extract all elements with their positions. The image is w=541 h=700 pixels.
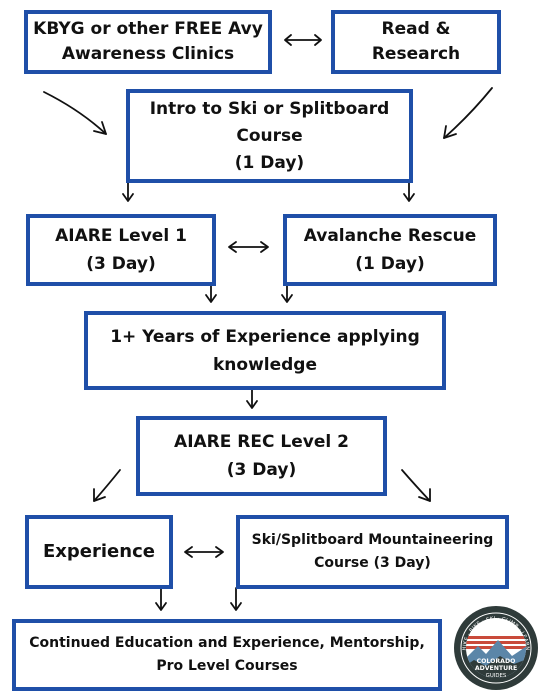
node-aiare-level-1: AIARE Level 1 (3 Day) xyxy=(26,214,216,286)
arrow-mountaineering-to-continued xyxy=(230,587,242,611)
node-read-research: Read & Research xyxy=(331,10,501,74)
node-kbyg: KBYG or other FREE Avy Awareness Clinics xyxy=(24,10,272,74)
node-kbyg-line1: KBYG or other FREE Avy xyxy=(33,19,263,39)
node-mountaineering-course: Ski/Splitboard Mountaineering Course (3 … xyxy=(236,515,509,589)
arrow-read-to-intro xyxy=(443,87,493,139)
logo-name-line2: ADVENTURE xyxy=(475,665,517,672)
node-mountaineering-line1: Ski/Splitboard Mountaineering xyxy=(251,532,494,548)
node-rescue-line2: (1 Day) xyxy=(355,254,425,274)
arrow-intro-to-rescue xyxy=(403,181,415,202)
node-continued-line2: Pro Level Courses xyxy=(156,658,298,674)
node-continued-education: Continued Education and Experience, Ment… xyxy=(12,619,442,691)
node-intro-course: Intro to Ski or Splitboard Course (1 Day… xyxy=(126,89,413,183)
logo-name-line3: GUIDES xyxy=(486,673,507,679)
node-read-line2: Research xyxy=(371,44,461,64)
node-read-line1: Read & xyxy=(381,19,451,39)
node-kbyg-line2: Awareness Clinics xyxy=(61,44,235,64)
arrow-experience-years-to-aiare2 xyxy=(246,388,258,409)
node-aiare2-line1: AIARE REC Level 2 xyxy=(174,432,349,452)
node-aiare-rec-level-2: AIARE REC Level 2 (3 Day) xyxy=(136,416,387,496)
double-arrow-experience-mountaineering xyxy=(184,546,224,558)
arrow-experience-to-continued xyxy=(155,587,167,611)
arrow-intro-to-aiare1 xyxy=(122,181,134,202)
node-experience-years-line1: 1+ Years of Experience applying xyxy=(110,326,420,347)
node-mountaineering-line2: Course (3 Day) xyxy=(314,555,431,571)
node-experience-years-line2: knowledge xyxy=(212,354,318,375)
logo-name-line1: COLORADO xyxy=(477,658,516,665)
arrow-aiare1-to-experience-years xyxy=(205,284,217,303)
node-aiare1-line1: AIARE Level 1 xyxy=(55,226,187,246)
double-arrow-aiare1-rescue xyxy=(228,241,269,253)
node-intro-line3: (1 Day) xyxy=(234,152,305,173)
arrow-rescue-to-experience-years xyxy=(281,284,293,303)
arrow-aiare2-to-mountaineering xyxy=(401,469,431,502)
node-intro-line1: Intro to Ski or Splitboard xyxy=(149,98,390,119)
node-aiare2-line2: (3 Day) xyxy=(226,460,297,480)
node-experience-line1: Experience xyxy=(43,541,155,562)
node-intro-line2: Course xyxy=(236,125,303,146)
node-avalanche-rescue: Avalanche Rescue (1 Day) xyxy=(283,214,497,286)
colorado-adventure-guides-logo: HIKE · BIKE · SKI · CLIMB · LEARN COLORA… xyxy=(454,606,538,690)
double-arrow-kbyg-read xyxy=(284,34,322,46)
node-experience-years: 1+ Years of Experience applying knowledg… xyxy=(84,311,446,390)
node-experience: Experience xyxy=(25,515,173,589)
node-rescue-line1: Avalanche Rescue xyxy=(303,226,477,246)
arrow-aiare2-to-experience xyxy=(93,469,121,502)
node-continued-line1: Continued Education and Experience, Ment… xyxy=(29,635,425,651)
node-aiare1-line2: (3 Day) xyxy=(86,254,156,274)
arrow-kbyg-to-intro xyxy=(43,91,107,135)
